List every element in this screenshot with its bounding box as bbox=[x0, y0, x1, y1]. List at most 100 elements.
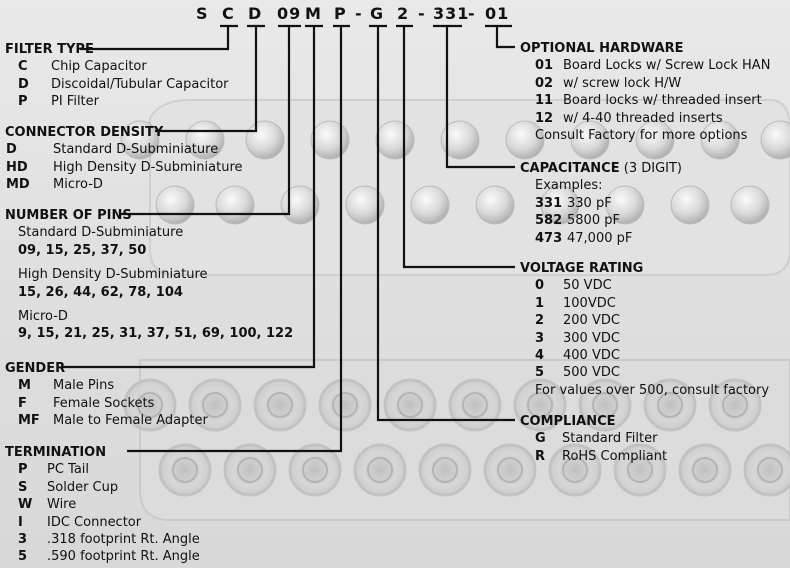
capacitance-title-suffix: (3 DIGIT) bbox=[623, 161, 682, 176]
connector-socket-decoration bbox=[743, 443, 790, 497]
connector-socket-hole-decoration bbox=[202, 392, 228, 418]
part-char-termination: P bbox=[334, 4, 347, 23]
connector-socket-hole-decoration bbox=[267, 392, 293, 418]
connector-pin-decoration bbox=[440, 120, 480, 160]
leader-filter-type bbox=[80, 26, 230, 51]
part-char-dash-1: - bbox=[355, 4, 363, 23]
connector-socket-decoration bbox=[678, 443, 732, 497]
voltage-rating-note: For values over 500, consult factory bbox=[535, 382, 770, 398]
leader-voltage-rating bbox=[402, 26, 515, 269]
termination-title: TERMINATION bbox=[5, 445, 107, 460]
connector-pin-decoration bbox=[120, 120, 160, 160]
pins-group-name: High Density D-Subminiature bbox=[18, 267, 208, 283]
connector-socket-hole-decoration bbox=[137, 392, 163, 418]
termination-item: 3.318 footprint Rt. Angle bbox=[18, 531, 200, 547]
connector-pin-decoration bbox=[345, 185, 385, 225]
leader-capacitance bbox=[445, 26, 515, 169]
capacitance-title: CAPACITANCE bbox=[520, 161, 620, 176]
connector-pin-decoration bbox=[700, 120, 740, 160]
connector-socket-decoration bbox=[223, 443, 277, 497]
part-char-voltage: 2 bbox=[397, 4, 410, 23]
connector-pin-decoration bbox=[760, 120, 790, 160]
connector-density-title: CONNECTOR DENSITY bbox=[5, 125, 164, 140]
connector-socket-decoration bbox=[288, 443, 342, 497]
connector-socket-hole-decoration bbox=[397, 392, 423, 418]
connector-socket-hole-decoration bbox=[627, 457, 653, 483]
connector-socket-hole-decoration bbox=[172, 457, 198, 483]
leader-termination bbox=[127, 26, 343, 453]
connector-pin-decoration bbox=[540, 185, 580, 225]
connector-socket-hole-decoration bbox=[592, 392, 618, 418]
connector-socket-hole-decoration bbox=[757, 457, 783, 483]
leader-optional-hardware bbox=[495, 26, 515, 49]
connector-socket-decoration bbox=[708, 378, 762, 432]
connector-socket-hole-decoration bbox=[657, 392, 683, 418]
connector-socket-hole-decoration bbox=[722, 392, 748, 418]
connector-socket-decoration bbox=[483, 443, 537, 497]
compliance-title: COMPLIANCE bbox=[520, 414, 616, 429]
connector-socket-decoration bbox=[513, 378, 567, 432]
connector-socket-hole-decoration bbox=[527, 392, 553, 418]
connector-socket-hole-decoration bbox=[367, 457, 393, 483]
number-of-pins-title: NUMBER OF PINS bbox=[5, 208, 132, 223]
connector-socket-decoration bbox=[353, 443, 407, 497]
connector-socket-hole-decoration bbox=[497, 457, 523, 483]
connector-socket-hole-decoration bbox=[302, 457, 328, 483]
connector-socket-hole-decoration bbox=[432, 457, 458, 483]
part-char-gender: M bbox=[305, 4, 322, 23]
connector-socket-decoration bbox=[548, 443, 602, 497]
connector-socket-decoration bbox=[318, 378, 372, 432]
connector-socket-hole-decoration bbox=[692, 457, 718, 483]
optional-hardware-title: OPTIONAL HARDWARE bbox=[520, 41, 684, 56]
number-of-pins-section: NUMBER OF PINS Standard D-Subminiature 0… bbox=[5, 207, 293, 343]
part-char-c: C bbox=[222, 4, 235, 23]
pins-group-name: Standard D-Subminiature bbox=[18, 225, 184, 241]
connector-pin-decoration bbox=[280, 185, 320, 225]
voltage-rating-title: VOLTAGE RATING bbox=[520, 261, 644, 276]
pins-group-name: Micro-D bbox=[18, 308, 68, 324]
leader-compliance bbox=[376, 26, 515, 422]
pins-group-values: 9, 15, 21, 25, 31, 37, 51, 69, 100, 122 bbox=[18, 326, 294, 342]
connector-pin-decoration bbox=[410, 185, 450, 225]
connector-pin-decoration bbox=[570, 120, 610, 160]
part-char-compliance: G bbox=[370, 4, 385, 23]
connector-socket-decoration bbox=[383, 378, 437, 432]
part-char-pins: 09 bbox=[277, 4, 302, 23]
connector-socket-decoration bbox=[578, 378, 632, 432]
connector-socket-decoration bbox=[123, 378, 177, 432]
connector-pin-decoration bbox=[310, 120, 350, 160]
